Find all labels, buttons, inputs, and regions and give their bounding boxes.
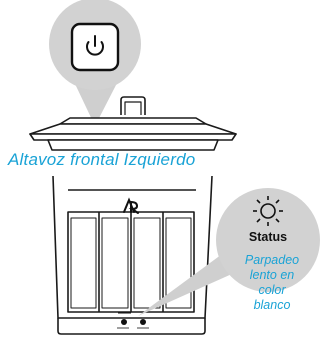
status-description-line: Parpadeo [244, 253, 300, 267]
status-description-line: lento en [249, 268, 295, 282]
base-controls [117, 312, 149, 329]
front-left-speaker-label: Altavoz frontal Izquierdo [8, 150, 196, 169]
status-light-icon [253, 196, 283, 226]
status-callout [138, 188, 320, 316]
speaker-body [52, 175, 213, 335]
brand-logo [123, 197, 139, 214]
status-label: Status [248, 230, 288, 244]
status-description-line: color [258, 283, 286, 297]
status-description-line: blanco [253, 298, 291, 312]
status-description: Parpadeo lento en color blanco [230, 253, 314, 313]
power-callout [49, 0, 141, 126]
speaker-lid [29, 96, 237, 151]
power-icon [86, 35, 104, 56]
